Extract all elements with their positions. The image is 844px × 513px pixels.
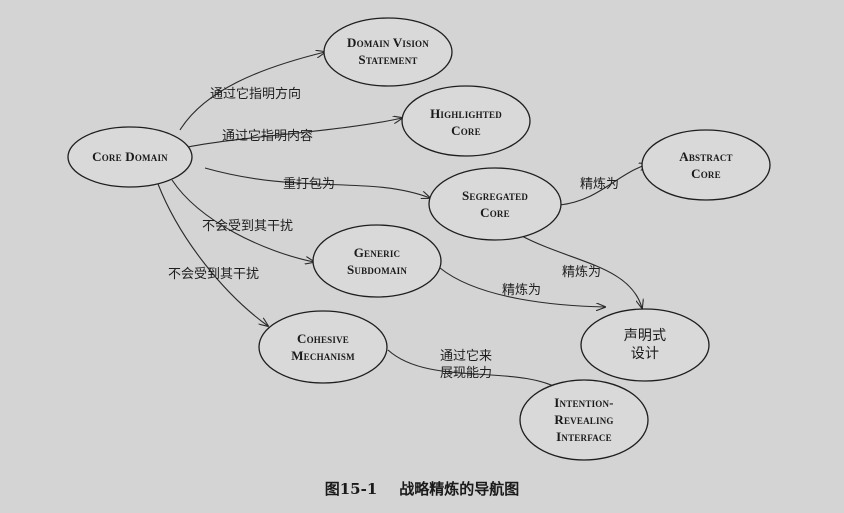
edge-label-segregated-to-declarative: 精炼为: [562, 265, 601, 280]
edges: [157, 52, 648, 392]
svg-text:Core: Core: [451, 123, 481, 138]
edge-label-generic-to-declarative: 精炼为: [502, 283, 541, 298]
svg-text:Generic: Generic: [354, 245, 401, 260]
edge-label-core-to-highlighted: 通过它指明内容: [222, 128, 313, 144]
edge-label-cohesive-to-intention: 通过它来: [440, 348, 492, 364]
svg-text:Highlighted: Highlighted: [430, 106, 502, 121]
edge-label-segregated-to-abstract: 精炼为: [580, 177, 619, 192]
figure-title: 战略精炼的导航图: [399, 480, 520, 498]
node-core-domain: Core Domain: [67, 126, 193, 188]
svg-text:Domain Vision: Domain Vision: [347, 35, 429, 50]
svg-text:Abstract: Abstract: [679, 149, 733, 164]
svg-text:Core: Core: [480, 205, 510, 220]
svg-text:Revealing: Revealing: [554, 412, 613, 427]
edge-label-cohesive-to-intention-line2: 展现能力: [440, 366, 492, 381]
svg-text:Mechanism: Mechanism: [291, 348, 355, 363]
edge-label-core-to-cohesive: 不会受到其干扰: [168, 267, 259, 282]
edge-label-core-to-generic: 不会受到其干扰: [202, 219, 293, 234]
edge-core-to-cohesive: [157, 183, 268, 326]
edge-labels: 通过它指明方向 通过它指明内容 重打包为 不会受到其干扰 不会受到其干扰 精炼为…: [168, 86, 619, 381]
figure-caption: 图15-1 战略精炼的导航图: [0, 478, 844, 499]
node-abstract-core: Abstract Core: [641, 129, 771, 201]
svg-text:Core: Core: [691, 166, 721, 181]
node-domain-vision-statement: Domain Vision Statement: [323, 17, 453, 87]
svg-text:Interface: Interface: [556, 429, 612, 444]
node-segregated-core: Segregated Core: [428, 167, 562, 241]
node-intention-revealing-interface: Intention- Revealing Interface: [519, 379, 649, 461]
edge-segregated-to-abstract: [559, 164, 648, 206]
edge-core-to-segregated: [204, 167, 430, 198]
edge-generic-to-declarative: [439, 267, 605, 307]
svg-text:Cohesive: Cohesive: [297, 331, 349, 346]
svg-text:Subdomain: Subdomain: [347, 262, 407, 277]
svg-text:Statement: Statement: [358, 52, 417, 67]
svg-text:设计: 设计: [631, 346, 659, 362]
edge-cohesive-to-intention: [387, 349, 565, 392]
edge-segregated-to-declarative: [519, 234, 642, 308]
figure-number: 图15-1: [324, 480, 378, 498]
edge-core-to-highlighted: [182, 118, 402, 149]
svg-text:声明式: 声明式: [624, 328, 667, 344]
svg-text:Core Domain: Core Domain: [92, 149, 168, 164]
node-declarative-design: 声明式 设计: [580, 308, 710, 382]
edge-core-to-domain-vision: [179, 52, 325, 131]
edge-label-core-to-segregated: 重打包为: [283, 176, 335, 192]
svg-text:Segregated: Segregated: [462, 188, 528, 203]
node-cohesive-mechanism: Cohesive Mechanism: [258, 310, 388, 384]
node-highlighted-core: Highlighted Core: [401, 85, 531, 157]
svg-text:Intention-: Intention-: [554, 395, 613, 410]
edge-label-core-to-dvs: 通过它指明方向: [210, 86, 301, 102]
node-generic-subdomain: Generic Subdomain: [312, 224, 442, 298]
edge-core-to-generic: [171, 179, 314, 262]
